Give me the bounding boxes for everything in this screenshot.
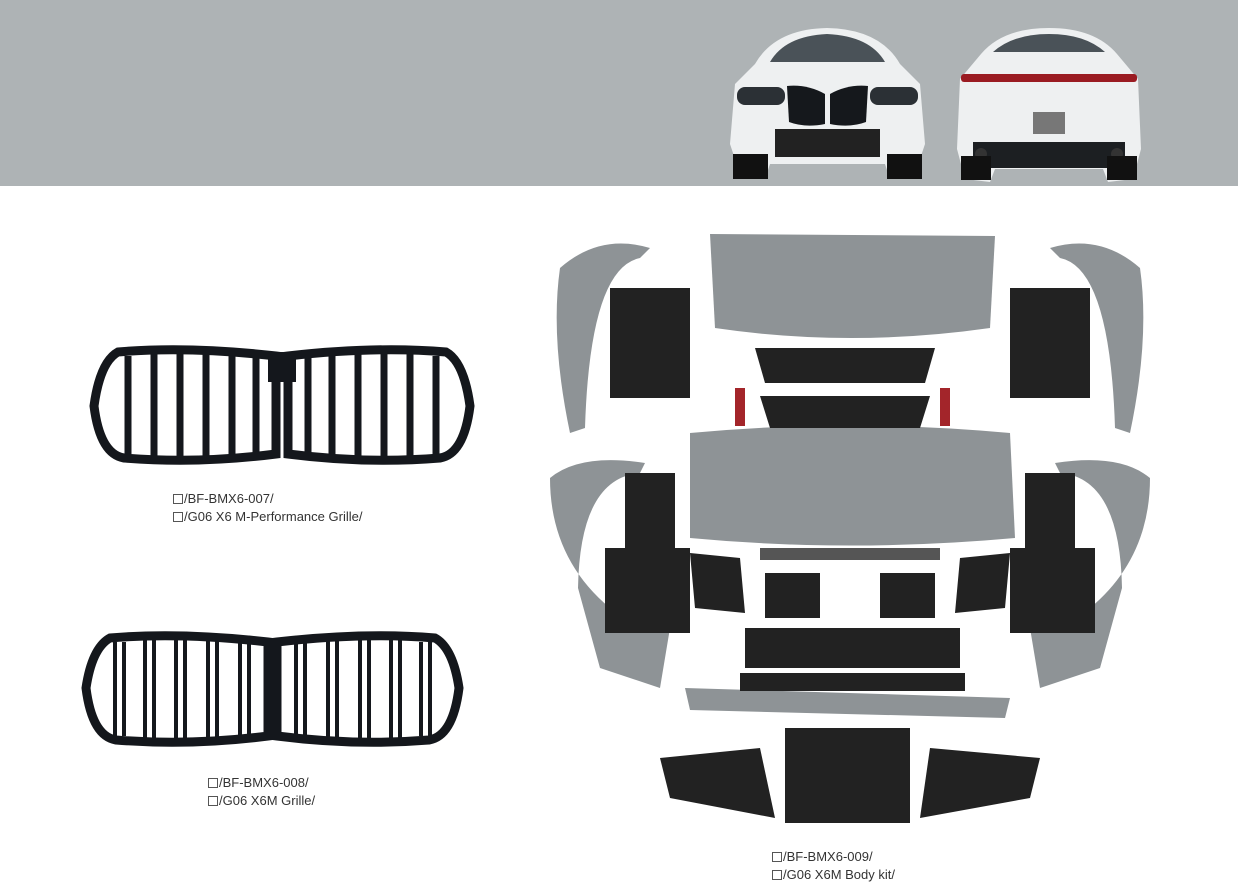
checkbox-icon [772, 852, 782, 862]
checkbox-icon [173, 494, 183, 504]
x6m-grille-image [81, 631, 464, 747]
checkbox-icon [208, 796, 218, 806]
product-name: /G06 X6M Grille/ [219, 793, 316, 808]
product-label-007: /BF-BMX6-007/ /G06 X6 M-Performance Gril… [173, 490, 362, 526]
product-name: /G06 X6M Body kit/ [783, 867, 895, 882]
product-code: /BF-BMX6-009/ [783, 849, 873, 864]
body-kit-image [550, 234, 1150, 823]
product-code: /BF-BMX6-007/ [184, 491, 274, 506]
product-label-008: /BF-BMX6-008/ /G06 X6M Grille/ [208, 774, 315, 810]
product-label-009: /BF-BMX6-009/ /G06 X6M Body kit/ [772, 848, 895, 884]
m-performance-grille-image [89, 345, 475, 465]
checkbox-icon [772, 870, 782, 880]
product-name: /G06 X6 M-Performance Grille/ [184, 509, 363, 524]
car-front-photo [730, 28, 925, 179]
checkbox-icon [208, 778, 218, 788]
car-rear-photo [957, 28, 1141, 182]
product-code: /BF-BMX6-008/ [219, 775, 309, 790]
checkbox-icon [173, 512, 183, 522]
header-banner [0, 0, 1238, 186]
